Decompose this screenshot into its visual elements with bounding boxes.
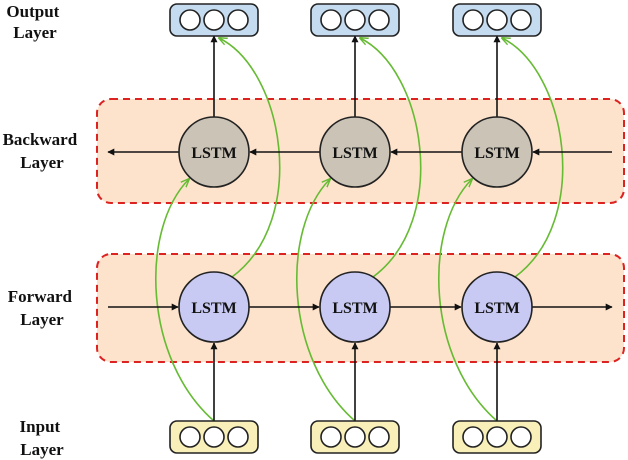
forward-to-output-connection-1 [219,38,281,278]
output-vector-1-unit-1 [179,9,201,31]
input-layer-label-line1: Input [20,417,61,436]
input-vector-3-unit-2 [486,426,508,448]
cross-layer-connections [155,38,564,422]
input-vector-3 [452,420,542,454]
input-vector-3-unit-3 [510,426,532,448]
input-to-backward-connection-2 [296,179,356,422]
sequence-arrows [107,35,613,422]
input-vector-1-unit-2 [203,426,225,448]
output-vector-2 [310,3,400,37]
input-vector-1 [169,420,259,454]
backward-lstm-cell-3: LSTM [461,116,533,188]
input-layer-label: Input Layer [20,417,65,459]
forward-to-output-connection-3 [502,38,564,278]
input-vector-1-unit-3 [227,426,249,448]
forward-lstm-cell-3: LSTM [461,271,533,343]
lstm-cells-group: LSTM LSTM LSTM LSTM LSTM LSTM [178,116,533,343]
input-vector-2-unit-1 [320,426,342,448]
backward-layer-label-line2: Layer [20,153,64,172]
forward-to-output-connection-2 [360,38,422,278]
backward-lstm-cell-2: LSTM [319,116,391,188]
backward-lstm-cell-3-label: LSTM [474,145,519,162]
output-layer-label-line1: Output [6,2,59,21]
input-vector-2-unit-2 [344,426,366,448]
forward-lstm-cell-1: LSTM [178,271,250,343]
vectors-group [169,3,542,454]
output-vector-3-unit-3 [510,9,532,31]
output-vector-1 [169,3,259,37]
output-layer-label-line2: Layer [13,23,57,42]
output-vector-1-unit-2 [203,9,225,31]
backward-lstm-cell-1-label: LSTM [191,145,236,162]
output-vector-2-unit-1 [320,9,342,31]
output-layer-label: Output Layer [6,2,63,42]
forward-lstm-cell-2-label: LSTM [332,300,377,317]
output-vector-3 [452,3,542,37]
input-to-backward-connection-3 [438,179,498,422]
forward-lstm-cell-3-label: LSTM [474,300,519,317]
backward-layer-label: Backward Layer [3,130,82,172]
input-vector-1-unit-1 [179,426,201,448]
backward-layer-label-line1: Backward [3,130,78,149]
input-to-backward-connection-1 [155,179,215,422]
forward-layer-label-line2: Layer [20,310,64,329]
forward-layer-label-line1: Forward [8,287,73,306]
output-vector-1-unit-3 [227,9,249,31]
backward-lstm-cell-2-label: LSTM [332,145,377,162]
backward-lstm-cell-1: LSTM [178,116,250,188]
input-layer-label-line2: Layer [20,440,64,459]
forward-lstm-cell-2: LSTM [319,271,391,343]
forward-layer-label: Forward Layer [8,287,76,329]
output-vector-2-unit-3 [368,9,390,31]
output-vector-3-unit-2 [486,9,508,31]
input-vector-3-unit-1 [462,426,484,448]
forward-lstm-cell-1-label: LSTM [191,300,236,317]
output-vector-2-unit-2 [344,9,366,31]
output-vector-3-unit-1 [462,9,484,31]
input-vector-2-unit-3 [368,426,390,448]
input-vector-2 [310,420,400,454]
